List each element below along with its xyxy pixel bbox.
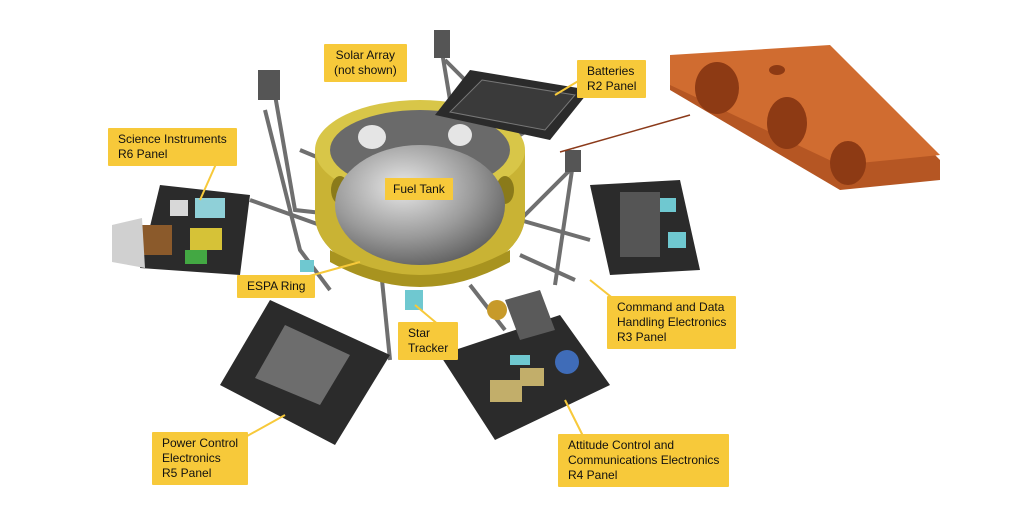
fuel-tank-sphere [335, 145, 505, 265]
r5-panel [220, 300, 390, 445]
label-power-line1: Power Control [162, 436, 239, 450]
label-batteries: Batteries R2 Panel [577, 60, 647, 98]
clamp-leader-line [559, 114, 691, 153]
label-espa-ring: ESPA Ring [237, 275, 316, 298]
label-science-line2: R6 Panel [118, 147, 168, 161]
label-power-line3: R5 Panel [162, 466, 212, 480]
label-cdh-line1: Command and Data [617, 300, 725, 314]
label-fuel-tank: Fuel Tank [385, 178, 453, 200]
label-acs-line3: R4 Panel [568, 468, 618, 482]
label-fuel-tank-text: Fuel Tank [393, 182, 445, 196]
r2-panel [435, 70, 590, 140]
cyan-bracket-left [300, 260, 314, 272]
label-solar-array: Solar Array (not shown) [324, 44, 407, 82]
label-power: Power Control Electronics R5 Panel [152, 432, 249, 485]
label-cdh-line3: R3 Panel [617, 330, 667, 344]
top-box-center [434, 30, 450, 58]
label-batteries-line1: Batteries [587, 64, 635, 78]
top-box-left [258, 70, 280, 100]
label-batteries-line2: R2 Panel [587, 79, 637, 93]
label-acs-line1: Attitude Control and [568, 438, 675, 452]
r4-panel [440, 290, 610, 440]
gold-sphere [487, 300, 507, 320]
star-tracker-bracket [405, 290, 423, 310]
clamp-closeup [670, 45, 940, 190]
label-star-tracker-line2: Tracker [408, 341, 449, 355]
label-acs: Attitude Control and Communications Elec… [558, 434, 730, 487]
r3-panel [590, 180, 700, 275]
label-power-line2: Electronics [162, 451, 221, 465]
label-solar-array-line2: (not shown) [334, 63, 397, 77]
label-star-tracker-line1: Star [408, 326, 431, 340]
label-espa-ring-text: ESPA Ring [247, 279, 306, 293]
label-cdh: Command and Data Handling Electronics R3… [607, 296, 737, 349]
label-star-tracker: Star Tracker [398, 322, 459, 360]
label-cdh-line2: Handling Electronics [617, 315, 727, 329]
label-science: Science Instruments R6 Panel [108, 128, 237, 166]
label-science-line1: Science Instruments [118, 132, 227, 146]
r6-panel [112, 185, 250, 275]
ring-lower-lip [330, 250, 510, 287]
label-solar-array-line1: Solar Array [335, 48, 396, 62]
top-box-right [565, 150, 581, 172]
label-acs-line2: Communications Electronics [568, 453, 720, 467]
